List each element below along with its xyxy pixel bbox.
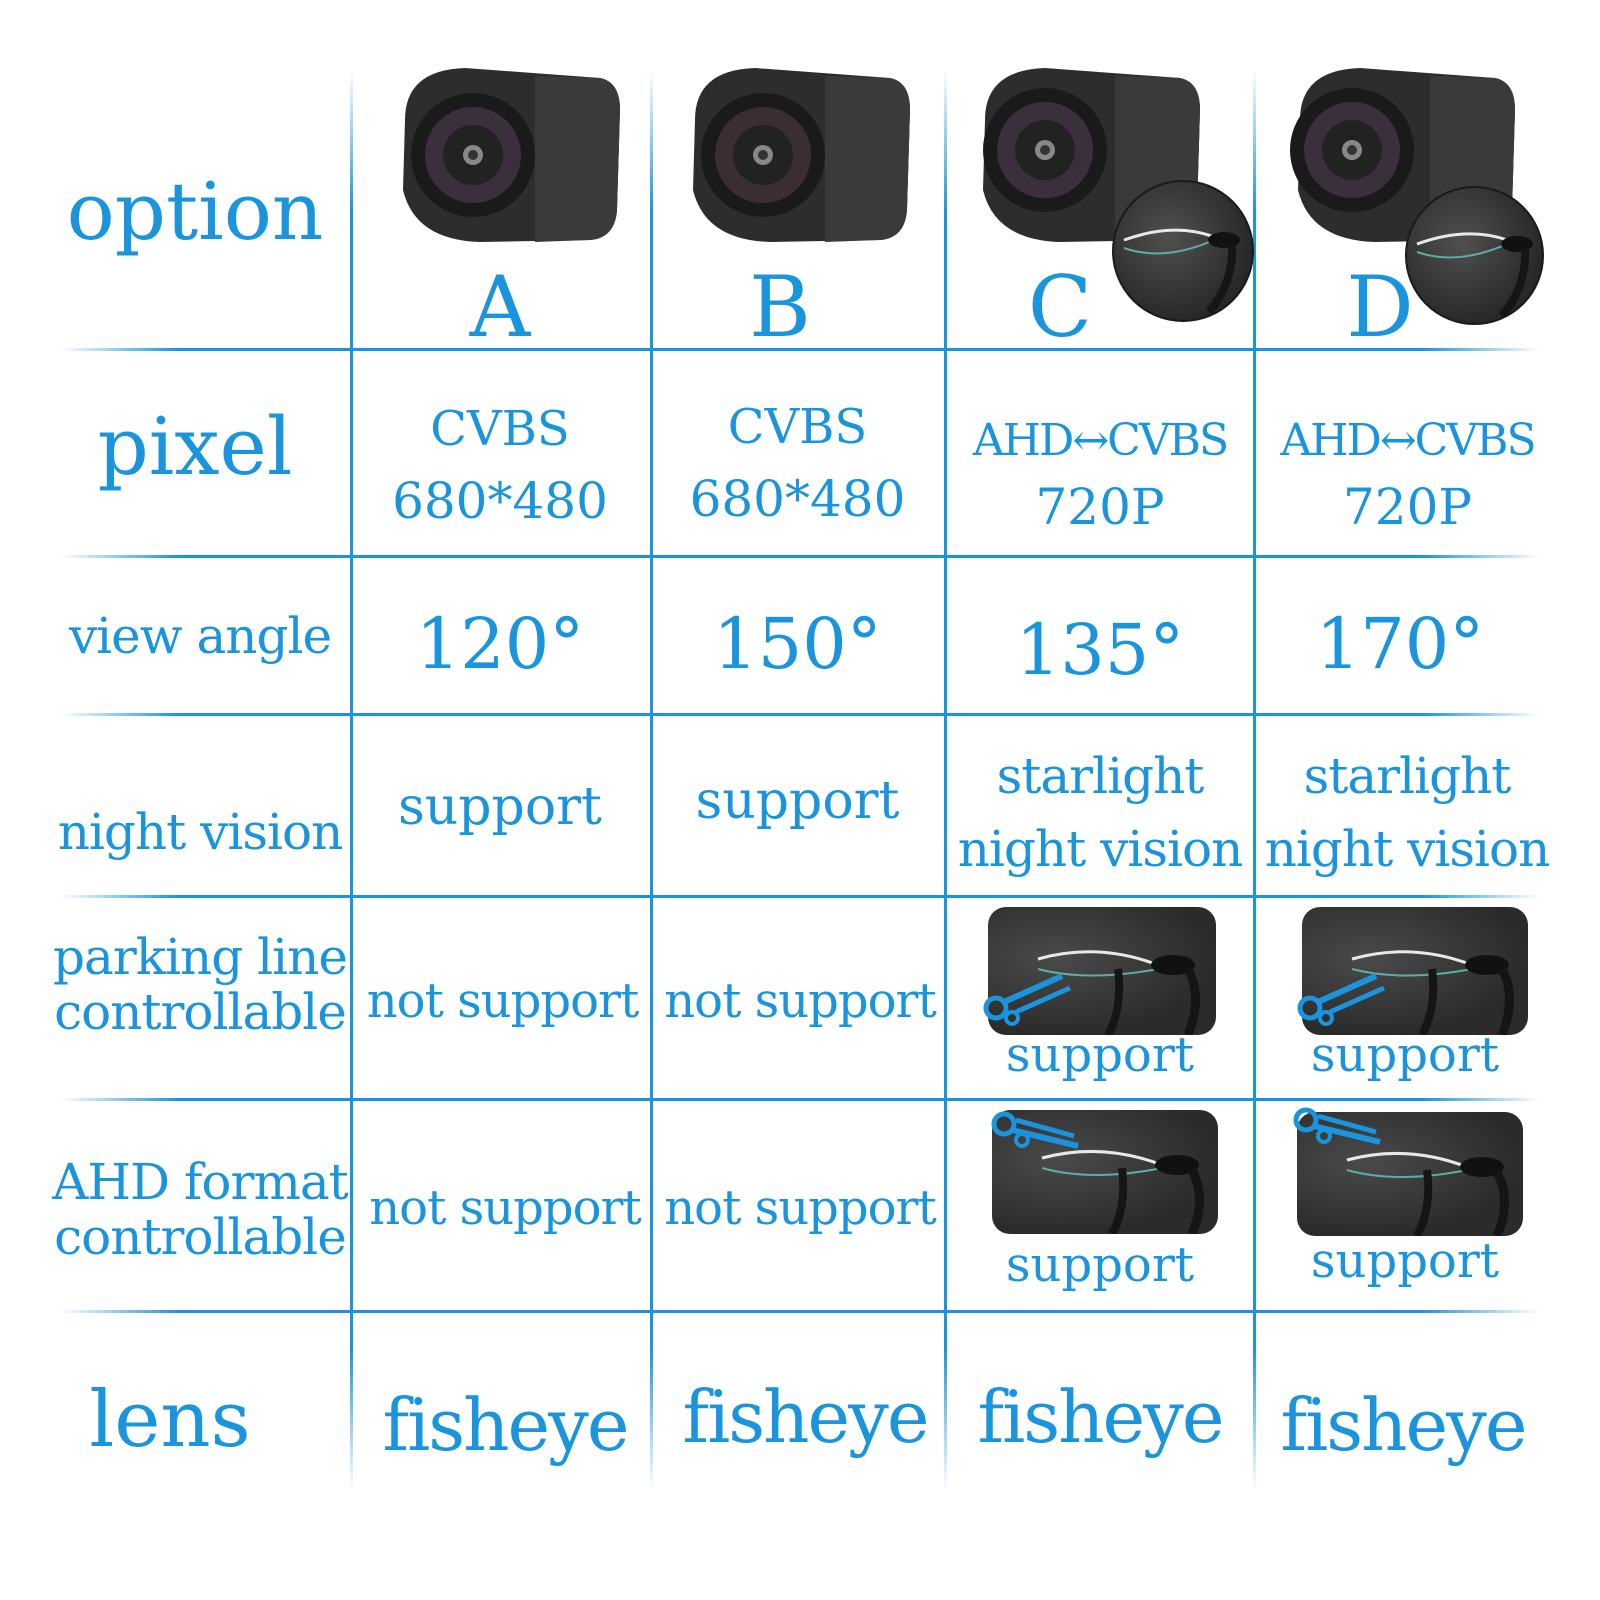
row-label-line: AHD format bbox=[52, 1153, 349, 1211]
column-divider bbox=[944, 70, 947, 1490]
wire-thumbnail bbox=[988, 907, 1216, 1035]
pixel-resolution: 720P bbox=[1342, 477, 1473, 536]
parking-line-value: support bbox=[1310, 1027, 1500, 1083]
pixel-format: CVBS bbox=[430, 401, 570, 457]
row-divider bbox=[60, 555, 1540, 558]
pixel-format: AHD↔CVBS bbox=[972, 415, 1229, 466]
pixel-format: AHD↔CVBS bbox=[1280, 415, 1536, 466]
lens-value: fisheye bbox=[1280, 1383, 1528, 1467]
wire-thumbnail bbox=[1302, 907, 1528, 1035]
pixel-format: CVBS bbox=[727, 399, 868, 455]
view-angle-value: 170° bbox=[1315, 603, 1485, 685]
scissors-icon bbox=[991, 1111, 1079, 1149]
row-label-night-vision: night vision bbox=[57, 803, 344, 861]
column-divider bbox=[1253, 70, 1256, 1490]
row-divider bbox=[60, 348, 1540, 351]
row-label-line: controllable bbox=[54, 1208, 347, 1266]
wire-thumbnail bbox=[992, 1110, 1218, 1234]
row-divider bbox=[60, 895, 1540, 898]
pixel-resolution: 720P bbox=[1035, 477, 1165, 536]
option-letter: C bbox=[1027, 258, 1093, 356]
option-letter: D bbox=[1346, 258, 1414, 356]
row-label-line: controllable bbox=[54, 983, 347, 1041]
ahd-format-value: not support bbox=[664, 1180, 937, 1236]
column-divider bbox=[350, 70, 353, 1490]
wire-thumbnail bbox=[1405, 186, 1544, 325]
night-vision-line: night vision bbox=[957, 819, 1244, 878]
row-label-lens: lens bbox=[89, 1375, 251, 1465]
row-label-parking-line: parking line controllable bbox=[50, 930, 350, 1040]
lens-value: fisheye bbox=[382, 1383, 630, 1467]
night-vision-cell: starlight night vision bbox=[1262, 740, 1552, 885]
night-vision-value: support bbox=[398, 777, 602, 837]
column-divider bbox=[650, 70, 653, 1490]
pixel-resolution: 680*480 bbox=[392, 471, 608, 530]
lens-value: fisheye bbox=[977, 1375, 1225, 1459]
ahd-format-value: not support bbox=[369, 1180, 642, 1236]
ahd-format-value: support bbox=[1310, 1233, 1500, 1289]
row-label-pixel: pixel bbox=[97, 400, 293, 493]
wire-thumbnail bbox=[1112, 180, 1254, 322]
lens-value: fisheye bbox=[682, 1375, 930, 1459]
parking-line-value: not support bbox=[664, 973, 937, 1029]
option-letter: A bbox=[469, 258, 531, 356]
scissors-icon bbox=[1297, 973, 1386, 1026]
night-vision-cell: starlight night vision bbox=[952, 740, 1248, 885]
scissors-icon bbox=[1293, 1107, 1381, 1145]
row-label-view-angle: view angle bbox=[68, 607, 332, 665]
row-label-line: parking line bbox=[53, 928, 348, 986]
view-angle-value: 135° bbox=[1015, 609, 1185, 691]
option-letter: B bbox=[749, 258, 811, 356]
view-angle-value: 120° bbox=[415, 603, 585, 685]
ahd-format-value: support bbox=[1005, 1237, 1195, 1293]
parking-line-value: support bbox=[1005, 1027, 1195, 1083]
camera-icon bbox=[403, 68, 620, 242]
row-label-option: option bbox=[66, 165, 324, 258]
row-divider bbox=[60, 1310, 1540, 1313]
view-angle-value: 150° bbox=[713, 603, 882, 685]
row-divider bbox=[60, 1098, 1540, 1101]
parking-line-value: not support bbox=[366, 973, 640, 1029]
pixel-cell: AHD↔CVBS 720P bbox=[1260, 410, 1555, 542]
night-vision-value: support bbox=[695, 771, 900, 831]
night-vision-line: starlight bbox=[1303, 747, 1512, 805]
pixel-cell: CVBS 680*480 bbox=[655, 393, 940, 535]
pixel-cell: AHD↔CVBS 720P bbox=[952, 410, 1248, 542]
pixel-resolution: 680*480 bbox=[689, 469, 906, 528]
night-vision-line: starlight bbox=[996, 747, 1205, 805]
row-divider bbox=[60, 713, 1540, 716]
row-label-ahd-format: AHD format controllable bbox=[50, 1155, 350, 1265]
night-vision-line: night vision bbox=[1264, 819, 1551, 878]
pixel-cell: CVBS 680*480 bbox=[360, 395, 640, 537]
scissors-icon bbox=[983, 973, 1072, 1026]
camera-icon bbox=[693, 68, 910, 242]
